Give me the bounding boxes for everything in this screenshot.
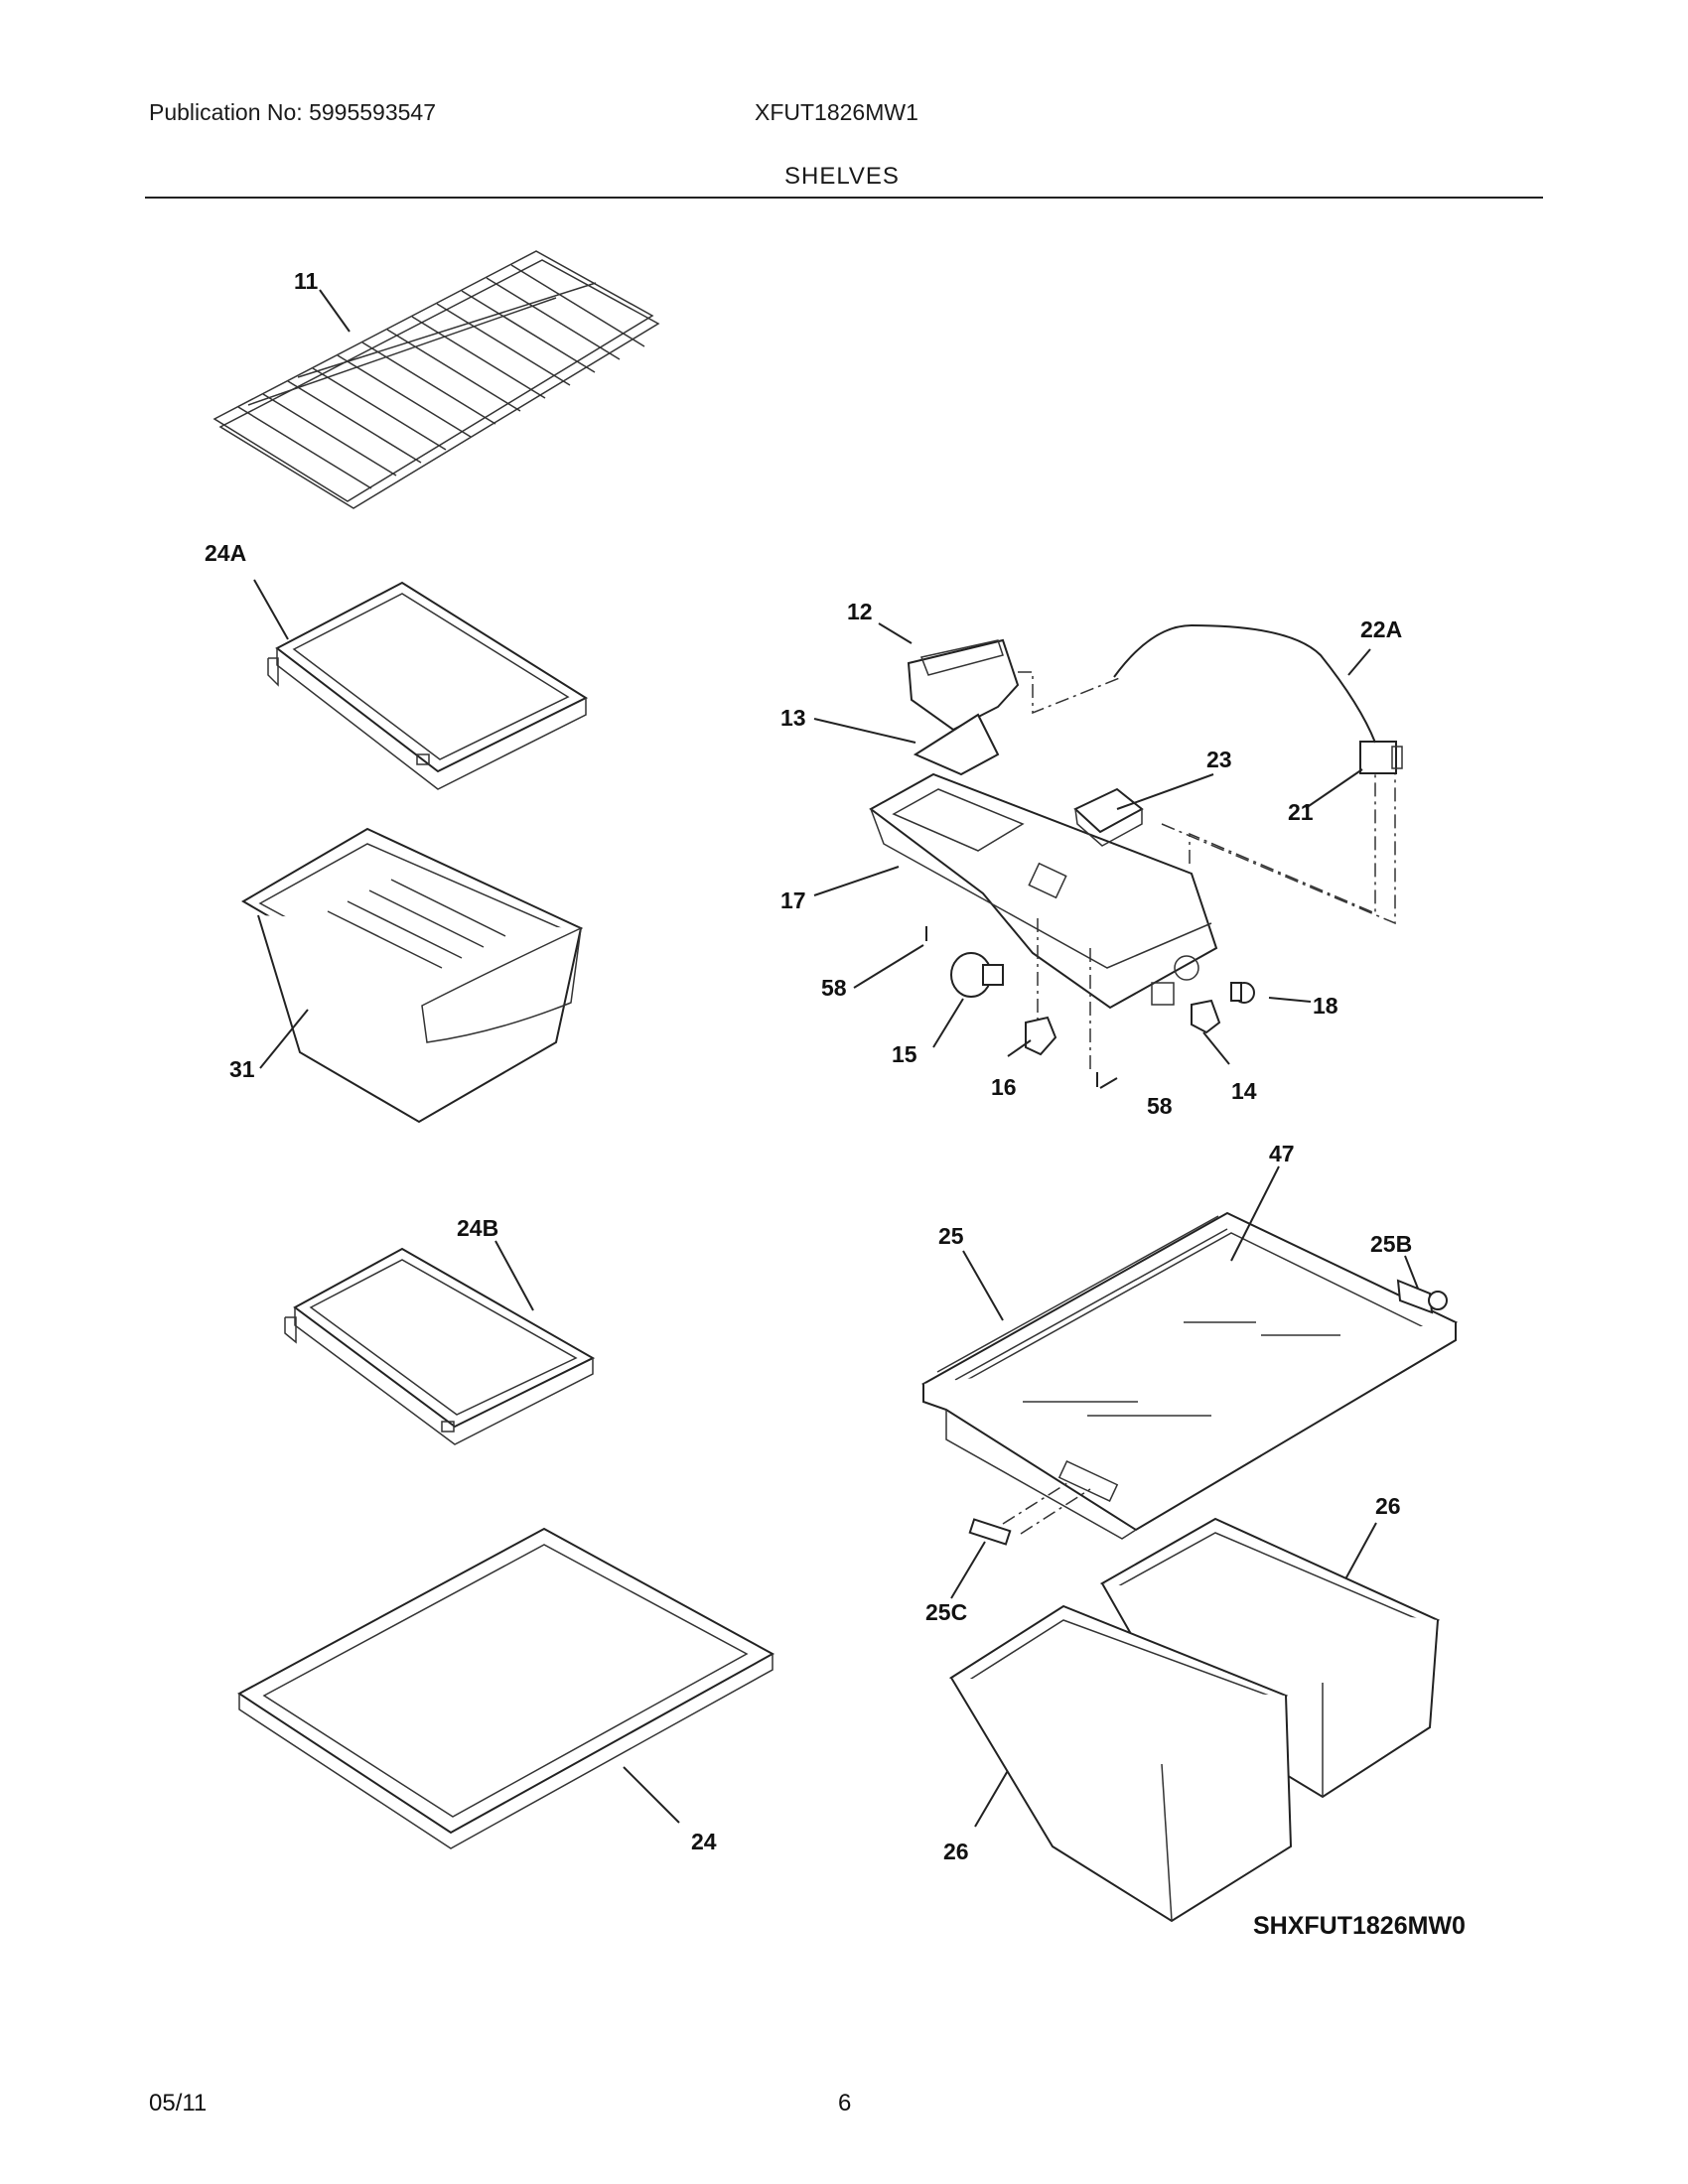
diagram-code: SHXFUT1826MW0 (1253, 1912, 1466, 1940)
crisper-cover-25-part (921, 1211, 1459, 1540)
footer-date: 05/11 (149, 2090, 208, 2116)
light-housing-17-part (869, 772, 1218, 1010)
callout-18: 18 (1313, 993, 1338, 1019)
callout-13: 13 (780, 705, 806, 731)
callout-24: 24 (691, 1829, 717, 1854)
callout-23: 23 (1206, 747, 1232, 772)
section-title: SHELVES (784, 163, 900, 190)
switch-23-part (1073, 787, 1144, 847)
callout-17: 17 (780, 887, 806, 913)
lens-cover-12-part (907, 638, 1020, 732)
button-18-part (1230, 982, 1255, 1004)
callout-24a: 24A (205, 540, 246, 566)
callout-58-left: 58 (821, 975, 847, 1001)
callout-25b: 25B (1370, 1231, 1412, 1257)
glass-shelf-24-part (237, 1527, 775, 1849)
crisper-drawer-31-part (241, 827, 584, 1124)
callout-22a: 22A (1360, 616, 1402, 642)
callout-26-upper: 26 (1375, 1493, 1401, 1519)
slide-bracket-25b-part (1396, 1279, 1448, 1314)
humidity-slide-25c-part (968, 1518, 1012, 1546)
callout-14: 14 (1231, 1078, 1257, 1104)
glass-shelf-24b-part (284, 1247, 596, 1445)
callout-11: 11 (294, 268, 319, 294)
publication-number: Publication No: 5995593547 (149, 99, 437, 125)
callout-12: 12 (847, 599, 873, 624)
callout-47: 47 (1269, 1141, 1295, 1166)
callout-24b: 24B (457, 1215, 498, 1241)
glass-shelf-24a-part (267, 581, 589, 790)
light-bulb-15-part (950, 952, 1004, 998)
callout-21: 21 (1288, 799, 1314, 825)
model-number: XFUT1826MW1 (755, 99, 918, 125)
callout-16: 16 (991, 1074, 1017, 1100)
diffuser-13-part (913, 713, 1000, 776)
callout-25: 25 (938, 1223, 964, 1249)
callout-31: 31 (229, 1056, 255, 1082)
control-21-part (1359, 741, 1403, 774)
socket-16-part (1025, 1016, 1057, 1056)
callout-15: 15 (892, 1041, 917, 1067)
crisper-drawer-26-left-part (948, 1604, 1293, 1923)
switch-14-part (1191, 999, 1221, 1034)
callout-26-lower: 26 (943, 1839, 969, 1864)
footer-page-number: 6 (838, 2090, 852, 2116)
wire-shelf-part (212, 250, 660, 509)
callout-58-right: 58 (1147, 1093, 1173, 1119)
callout-25c: 25C (925, 1599, 967, 1625)
cable-22a-part (1113, 623, 1376, 744)
header-rule (145, 197, 1543, 199)
